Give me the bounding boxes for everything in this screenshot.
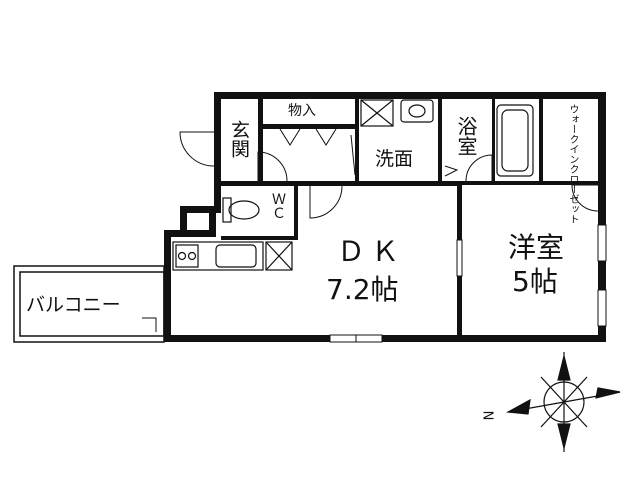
- north-label: N: [482, 410, 498, 421]
- storage-doors: [279, 128, 337, 146]
- western-room-name-label: 洋室: [508, 231, 565, 264]
- balcony-label: バルコニー: [26, 294, 121, 316]
- toilet: [222, 197, 260, 223]
- bathtub: [496, 104, 534, 177]
- doors: [142, 131, 599, 332]
- washroom-label: 洗面: [375, 148, 414, 170]
- bath-label: 浴室: [454, 116, 478, 156]
- genkan-label: 玄関: [228, 120, 250, 158]
- compass-rose: [506, 352, 621, 452]
- wc-label: ＷＣ: [270, 192, 286, 220]
- exterior-walls: [164, 92, 606, 342]
- dk-size-label: 7.2帖: [326, 273, 399, 306]
- western-room-size-label: 5帖: [512, 265, 558, 298]
- windows: [329, 224, 607, 343]
- walk-in-closet-label: ウォークインクローゼット: [567, 104, 578, 224]
- dk-name-label: ＤＫ: [337, 235, 406, 268]
- washroom-fixtures: [360, 99, 434, 127]
- kitchen: [172, 241, 293, 271]
- balcony: [13, 265, 165, 343]
- storage-label: 物入: [288, 103, 316, 119]
